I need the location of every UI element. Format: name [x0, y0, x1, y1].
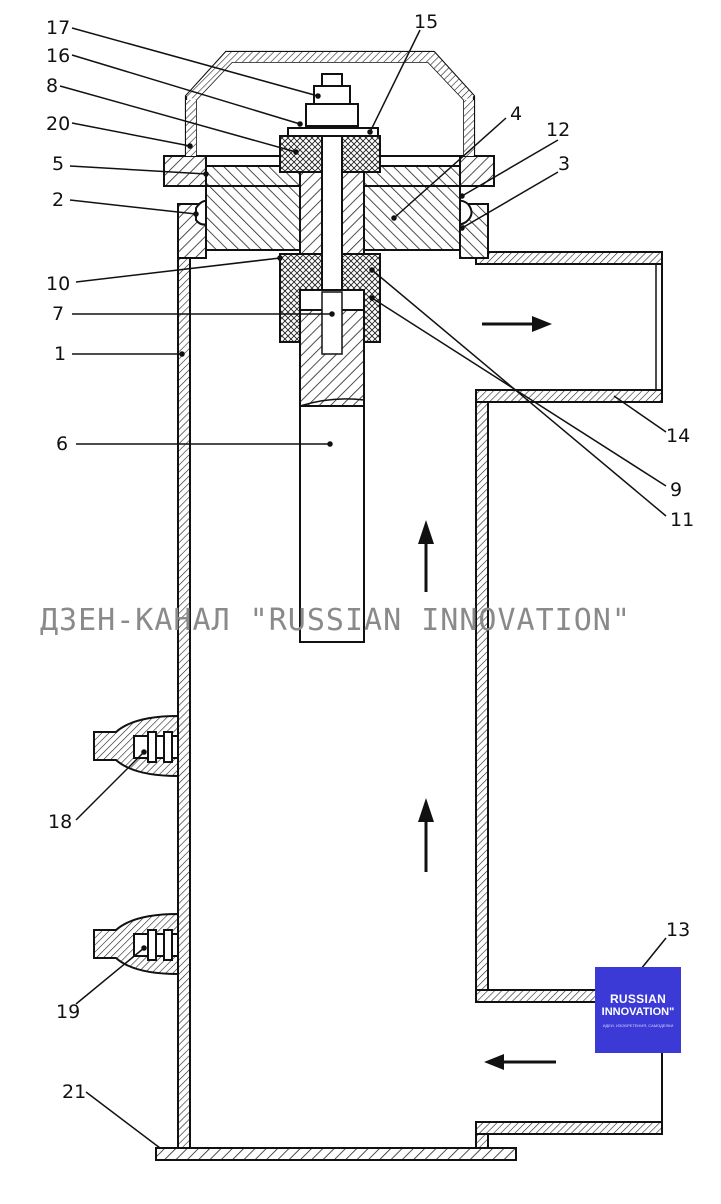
logo-line-1: RUSSIAN [609, 992, 667, 1006]
label-8: 8 [46, 75, 58, 97]
electrode [299, 291, 365, 643]
label-12: 12 [546, 119, 570, 141]
label-4: 4 [510, 103, 522, 125]
flow-arrows [418, 520, 434, 872]
label-18: 18 [48, 811, 72, 833]
part-labels: 17 16 8 20 5 2 10 7 1 6 18 19 21 15 4 12… [46, 11, 694, 1103]
side-port-18 [93, 714, 179, 778]
label-5: 5 [52, 153, 64, 175]
label-1: 1 [54, 343, 66, 365]
label-15: 15 [414, 11, 438, 33]
leader-lines [59, 27, 667, 1149]
logo-tagline: ИДЕИ, ИЗОБРЕТЕНИЯ, САМОДЕЛКИ [602, 1023, 674, 1028]
side-port-19 [93, 912, 179, 976]
watermark-text: ДЗЕН-КАНАЛ "RUSSIAN INNOVATION" [40, 603, 631, 638]
label-17: 17 [46, 17, 70, 39]
label-2: 2 [52, 189, 64, 211]
label-20: 20 [46, 113, 70, 135]
logo-line-2: INNOVATION" [601, 1006, 675, 1018]
label-16: 16 [46, 45, 70, 67]
channel-logo: RUSSIAN INNOVATION" ИДЕИ, ИЗОБРЕТЕНИЯ, С… [595, 967, 681, 1053]
label-13: 13 [666, 919, 690, 941]
cover-plate [163, 155, 495, 251]
label-10: 10 [46, 273, 70, 295]
label-11: 11 [670, 509, 694, 531]
label-9: 9 [670, 479, 682, 501]
label-19: 19 [56, 1001, 80, 1023]
label-21: 21 [62, 1081, 86, 1103]
label-7: 7 [52, 303, 64, 325]
label-14: 14 [666, 425, 690, 447]
label-6: 6 [56, 433, 68, 455]
base-plate [155, 1147, 517, 1161]
label-3: 3 [558, 153, 570, 175]
cap-dome [184, 50, 476, 156]
